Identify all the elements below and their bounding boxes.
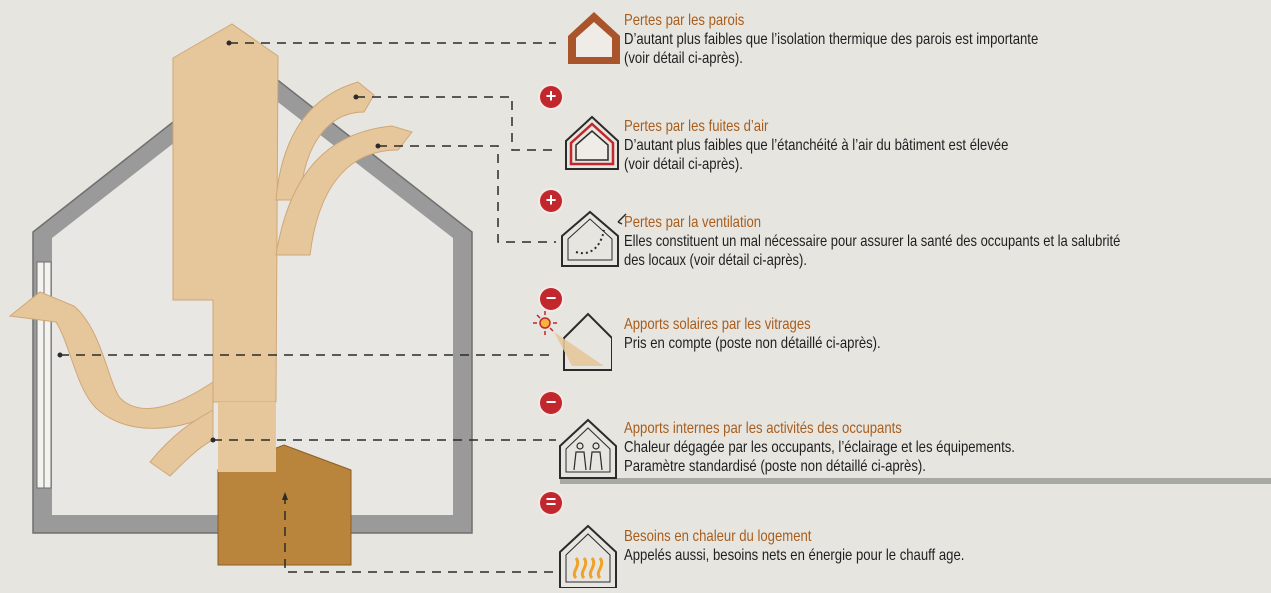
house-ventilation-icon xyxy=(561,210,627,267)
heat-flow-solar-gain xyxy=(8,291,214,429)
item-pertes-ventilation: Pertes par la ventilation Elles constitu… xyxy=(624,214,1264,270)
leader-lines xyxy=(60,42,556,573)
item-description: Chaleur dégagée par les occupants, l’écl… xyxy=(624,439,1015,475)
house-wall-icon xyxy=(568,12,620,64)
item-besoins-chaleur: Besoins en chaleur du logement Appelés a… xyxy=(624,528,1264,565)
total-separator xyxy=(560,478,1271,484)
house-occupants-icon xyxy=(559,418,617,479)
item-title: Pertes par les fuites d’air xyxy=(624,118,769,135)
plus-operator-2: + xyxy=(540,190,562,212)
item-apports-solaires: Apports solaires par les vitrages Pris e… xyxy=(624,316,1264,353)
house-heat-icon xyxy=(559,524,617,588)
house-sun-icon xyxy=(533,311,612,371)
item-title: Besoins en chaleur du logement xyxy=(624,528,812,545)
house-air-leak-icon xyxy=(565,115,619,170)
heat-flow-internal-gain xyxy=(149,409,214,477)
minus-operator-1: − xyxy=(540,288,562,310)
heat-flow-branch-leaks xyxy=(275,81,375,201)
plus-operator-1: + xyxy=(540,86,562,108)
equals-operator: = xyxy=(540,492,562,514)
item-description: D’autant plus faibles que l’étanchéité à… xyxy=(624,137,1009,173)
item-description: Pris en compte (poste non détaillé ci-ap… xyxy=(624,335,881,352)
item-description: D’autant plus faibles que l’isolation th… xyxy=(624,31,1039,67)
item-title: Apports internes par les activités des o… xyxy=(624,420,902,437)
item-pertes-parois: Pertes par les parois D’autant plus faib… xyxy=(624,12,1264,68)
item-apports-internes: Apports internes par les activités des o… xyxy=(624,420,1264,476)
heat-flow-branch-ventilation xyxy=(275,125,413,256)
minus-operator-2: − xyxy=(540,392,562,414)
item-title: Apports solaires par les vitrages xyxy=(624,316,811,333)
item-description: Appelés aussi, besoins nets en énergie p… xyxy=(624,547,965,564)
item-pertes-fuites-air: Pertes par les fuites d’air D’autant plu… xyxy=(624,118,1264,174)
item-title: Pertes par les parois xyxy=(624,12,745,29)
item-description: Elles constituent un mal nécessaire pour… xyxy=(624,233,1121,269)
item-title: Pertes par la ventilation xyxy=(624,214,762,231)
